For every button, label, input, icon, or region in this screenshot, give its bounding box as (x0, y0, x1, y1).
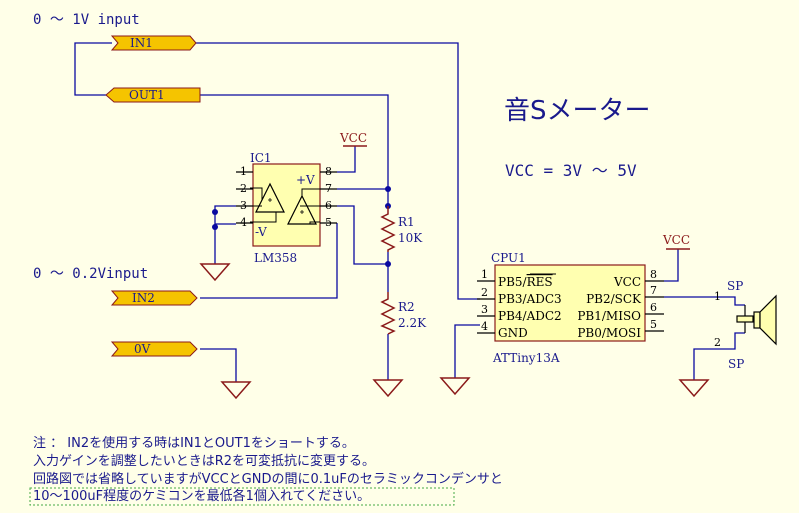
port-out1[interactable]: OUT1 (105, 87, 201, 103)
mcu-pin-name: PB3/ADC3 (498, 292, 562, 306)
speaker-pin-number: 2 (714, 336, 721, 349)
opamp-pin-number: 2 (240, 182, 247, 195)
mcu-pin-number: 2 (481, 286, 488, 299)
ground-symbol (220, 381, 252, 400)
opamp-vplus: +V (296, 173, 315, 187)
ground-symbol (678, 379, 710, 398)
opamp-pin-number: 3 (240, 199, 247, 212)
opamp-ref: IC1 (250, 151, 272, 165)
notes-block: 注 ： IN2を使用する時はIN1とOUT1をショートする。 入力ゲインを調整し… (29, 435, 503, 506)
opamp-part: LM358 (254, 251, 297, 265)
mcu-pin-name: PB2/SCK (586, 292, 642, 306)
note-selection-box (29, 487, 455, 506)
ground-symbol (199, 263, 231, 282)
opamp-vminus: -V (255, 225, 267, 239)
note-line: 注 ： IN2を使用する時はIN1とOUT1をショートする。 (33, 435, 355, 451)
mcu-part: ATTiny13A (492, 351, 560, 365)
vcc-symbol-opamp: VCC (339, 131, 367, 147)
ground-symbol (439, 377, 471, 396)
opamp-pin-number: 4 (240, 216, 247, 229)
supply-range-label: VCC = 3V 〜 5V (505, 161, 637, 180)
speaker-cone (759, 294, 777, 346)
port-in2[interactable]: IN2 (110, 290, 198, 306)
speaker-magnet (753, 311, 761, 329)
resistor-r2-ref: R2 (398, 300, 415, 314)
mcu-pin-number: 5 (650, 318, 657, 331)
opamp-pin-number: 6 (325, 199, 332, 212)
mcu-pin-name: PB1/MISO (577, 309, 641, 323)
mcu-pin-name: PB4/ADC2 (498, 309, 562, 323)
opamp-b-triangle (287, 194, 317, 225)
mcu-cpu1[interactable]: CPU1 ATTiny13A 1 2 3 4 PB5/RES PB3/ADC3 … (477, 251, 664, 365)
note-line: 入力ゲインを調整したいときはR2を可変抵抗に変更する。 (33, 453, 375, 469)
junction-dot (385, 261, 391, 267)
mcu-pin-number: 6 (650, 301, 657, 314)
resistor-r1-ref: R1 (398, 215, 415, 229)
speaker-pin-number: 1 (714, 290, 721, 303)
junction-dot (385, 186, 391, 192)
resistor-r1-value: 10K (398, 231, 423, 245)
mcu-pin-number: 1 (481, 268, 488, 281)
opamp-body (252, 163, 321, 247)
opamp-pin-number: 8 (325, 165, 332, 178)
speaker-label-bottom: SP (728, 357, 744, 371)
ground-symbol (372, 379, 404, 398)
port-in1-label: IN1 (130, 36, 153, 50)
resistor-r2-value: 2.2K (398, 316, 427, 330)
junction-dot (212, 209, 218, 215)
mcu-body (494, 264, 646, 342)
opamp-a-triangle (255, 182, 285, 213)
mcu-pin-number: 3 (481, 303, 488, 316)
junction-dot (212, 224, 218, 230)
mcu-pin-name: VCC (613, 275, 641, 289)
page-title: 音Sメーター (504, 96, 651, 126)
port-0v[interactable]: 0V (110, 341, 198, 357)
junction-dots (212, 186, 391, 267)
mcu-pin-number: 8 (650, 268, 657, 281)
opamp-ic1[interactable]: IC1 LM358 +V -V 1 2 3 4 8 7 6 5 (236, 151, 337, 265)
wires (74, 42, 745, 382)
opamp-pin-number: 5 (325, 216, 332, 229)
resistor-r2[interactable]: R2 2.2K (380, 292, 427, 335)
opamp-pin-number: 7 (325, 182, 332, 195)
mcu-pin-number: 4 (481, 320, 488, 333)
port-in1[interactable]: IN1 (110, 35, 197, 51)
mcu-ref: CPU1 (491, 251, 526, 265)
vcc-label: VCC (662, 233, 690, 247)
port-0v-label: 0V (134, 342, 151, 356)
in1-range-label: 0 〜 1V input (33, 12, 140, 28)
vcc-symbol-mcu: VCC (662, 233, 690, 250)
mcu-pin-name: PB5/RES (498, 275, 553, 289)
resistor-r1[interactable]: R1 10K (380, 206, 423, 252)
mcu-pin-name: PB0/MOSI (577, 326, 641, 340)
speaker-sp[interactable]: SP SP 1 2 (714, 279, 777, 371)
port-out1-label: OUT1 (129, 88, 165, 102)
mcu-pin-number: 7 (650, 284, 657, 297)
speaker-label-top: SP (727, 279, 743, 293)
in2-range-label: 0 〜 0.2Vinput (33, 266, 148, 282)
opamp-pin-number: 1 (240, 165, 247, 178)
note-line: 10〜100uF程度のケミコンを最低各1個入れてください。 (33, 488, 370, 504)
speaker-coil (736, 315, 754, 323)
vcc-label: VCC (339, 131, 367, 145)
note-line: 回路図では省略していますがVCCとGNDの間に0.1uFのセラミックコンデンサと (33, 471, 503, 487)
port-in2-label: IN2 (132, 291, 155, 305)
mcu-pin-name: GND (498, 326, 528, 340)
